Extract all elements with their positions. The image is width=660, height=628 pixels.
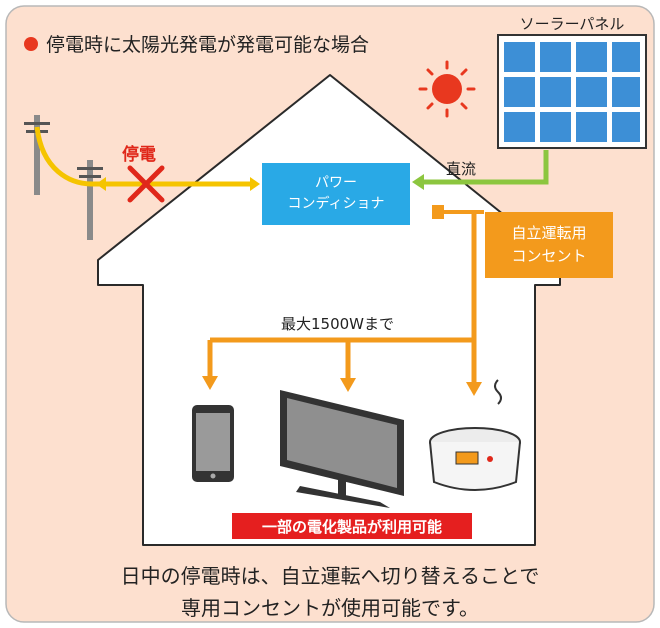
rice-cooker-icon xyxy=(429,379,521,491)
power-conditioner-line1: パワー xyxy=(315,175,357,191)
standalone-outlet-box: 自立運転用 コンセント xyxy=(485,212,613,278)
dc-label: 直流 xyxy=(446,160,477,178)
dc-line xyxy=(418,150,549,185)
caption-line2: 専用コンセントが使用可能です。 xyxy=(181,596,479,620)
outlet-line2: コンセント xyxy=(511,247,587,265)
outlet-plug-icon xyxy=(432,205,444,219)
arrow-to-cooker xyxy=(466,382,482,396)
caption-line1: 日中の停電時は、自立運転へ切り替えることで xyxy=(120,564,540,588)
title-text: 停電時に太陽光発電が発電可能な場合 xyxy=(46,34,370,56)
utility-pole-icon xyxy=(24,115,103,240)
sun-icon xyxy=(418,60,476,118)
outage-label: 停電 xyxy=(122,145,156,165)
usable-appliances-badge: 一部の電化製品が利用可能 xyxy=(232,513,472,539)
solar-panel-icon xyxy=(497,34,647,160)
power-conditioner-box: パワー コンディショナ xyxy=(262,163,410,225)
ac-distribution-lines xyxy=(207,212,477,384)
dc-arrowhead xyxy=(412,174,424,190)
television-icon xyxy=(280,390,404,508)
power-conditioner-line2: コンディショナ xyxy=(287,196,385,212)
arrow-to-tv xyxy=(340,378,356,392)
grid-arrowhead-left xyxy=(96,177,106,191)
solar-panel-label: ソーラーパネル xyxy=(519,15,625,33)
outlet-line1: 自立運転用 xyxy=(511,224,587,242)
smartphone-icon xyxy=(192,405,234,482)
grid-arrowhead-right xyxy=(250,177,260,191)
arrow-to-phone xyxy=(202,376,218,390)
title-bullet-icon xyxy=(24,36,38,51)
diagram-title: 停電時に太陽光発電が発電可能な場合 xyxy=(24,30,369,57)
outage-cross-icon xyxy=(127,165,165,203)
max-output-label: 最大1500Wまで xyxy=(280,315,394,333)
